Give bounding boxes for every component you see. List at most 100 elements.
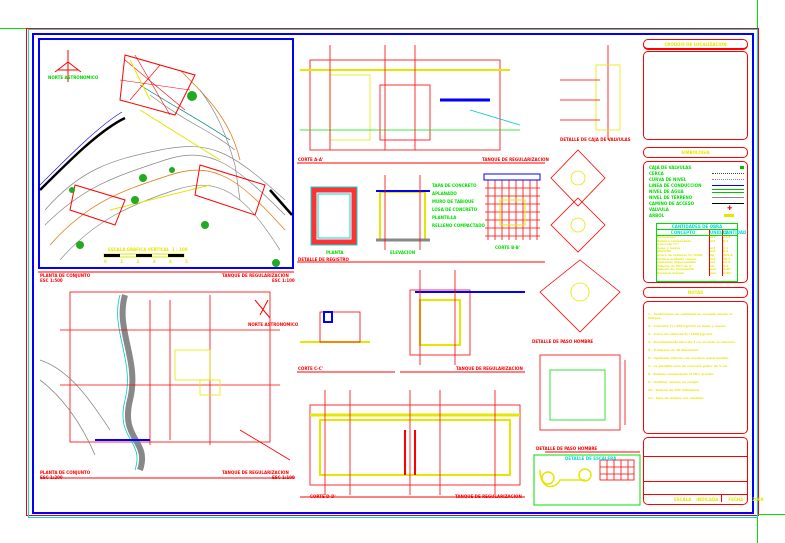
quantity-concept: Cimbra acabado comun	[657, 257, 697, 261]
sheet-outer-border	[26, 28, 759, 516]
symbol-row: LINEA DE CONDUCCION	[649, 182, 744, 188]
quantity-concept: Relleno compactado	[657, 239, 692, 243]
scale-label: ESCALA GRAFICA VERTICAL	[108, 247, 170, 252]
quantity-value: 0.6	[722, 250, 737, 254]
scale-tick: 4	[168, 259, 172, 264]
scale-tick: 2	[136, 259, 140, 264]
title-block-divider	[644, 456, 747, 457]
valve-box-title: DETALLE DE CAJA DE VALVULAS	[560, 137, 631, 142]
guide-line-top	[0, 28, 26, 29]
symbol-label: VALVULA	[649, 206, 669, 212]
section-a-label: CORTE A-A'	[298, 157, 324, 162]
location-title-box: CROQUIS DE LOCALIZACION	[643, 39, 748, 50]
tree-symbols	[69, 91, 280, 267]
quantity-unit: kg	[709, 253, 722, 258]
plan2-title: PLANTA DE CONJUNTO	[40, 470, 91, 475]
valve-detail-title: DETALLE DE PASO HOMBRE	[532, 339, 594, 344]
note-item: 4.- Recubrimiento libre de 3 cm en todo …	[648, 340, 736, 344]
north-arrow-2-icon	[254, 299, 271, 319]
fence-line-icon	[712, 172, 744, 174]
scale-bar	[103, 253, 185, 258]
quantity-value: 1.00	[722, 268, 737, 272]
north-label: NORTE ASTRONOMICO	[48, 75, 99, 80]
section-d-label: CORTE D-D'	[310, 494, 336, 499]
manhole-title: DETALLE DE REGISTRO	[298, 257, 349, 262]
quantity-unit	[709, 243, 722, 247]
symbol-label: NIVEL DE AGUA	[649, 188, 684, 194]
note-item: 11.- Tapa de lamina con candado.	[648, 396, 705, 400]
symbol-row: ARBOL	[649, 212, 744, 218]
callouts: TAPA DE CONCRETO APLANADO MURO DE TABIQU…	[432, 183, 485, 228]
water-level-icon	[712, 189, 744, 193]
symbol-row: CURVA DE NIVEL	[649, 176, 744, 182]
field-value: INDICADA	[696, 497, 719, 502]
ground-level-icon	[712, 196, 744, 198]
symbols-box: CAJA DE VALVULAS CERCA CURVA DE NIVEL LI…	[643, 161, 748, 283]
plan-subtitle: ESC 1:500	[40, 278, 63, 283]
symbol-row: CERCA	[649, 170, 744, 176]
quantity-unit: m3	[709, 239, 722, 244]
elev-label: ELEVACION	[390, 250, 416, 255]
title-block-divider	[644, 481, 747, 482]
field-value: 2008	[752, 497, 764, 502]
symbols-list: CAJA DE VALVULAS CERCA CURVA DE NIVEL LI…	[649, 164, 744, 218]
ladder-title: DETALLE DE ESCALERA	[565, 456, 617, 461]
location-title: CROQUIS DE LOCALIZACION	[664, 42, 727, 47]
note-item: 1.- Acotaciones en centimetros, excepto …	[648, 312, 733, 320]
quantity-concept: Acero de refuerzo fy=4200	[657, 253, 703, 257]
callout: LOSA DE CONCRETO	[432, 207, 478, 212]
quantity-concept: Concreto f'c=	[657, 243, 680, 247]
plan-right-sub: ESC 1:100	[272, 278, 295, 283]
scale-ratio: 1 : 100	[172, 247, 188, 252]
plan2-right-sub: ESC 1:100	[272, 475, 295, 480]
notes-title-box: NOTAS	[643, 287, 748, 298]
note-item: 7.- La plantilla sera de concreto pobre …	[648, 364, 729, 368]
note-item: 3.- Acero de refuerzo fy=4200 kg/cm2.	[648, 332, 714, 336]
plan-label: PLANTA	[326, 250, 344, 255]
note-item: 2.- Concreto f'c=250 kg/cm2 en losas y m…	[648, 324, 727, 328]
symbol-label: CAMINO DE ACCESO	[649, 200, 695, 206]
symbols-title-box: SIMBOLOGIA	[643, 147, 748, 158]
guide-line-right	[757, 0, 758, 28]
quantity-concept: Tuberia de PVC de 2"	[657, 264, 693, 268]
tank-title-bottom: TANQUE DE REGULARIZACION	[455, 494, 522, 499]
notes-title: NOTAS	[687, 290, 704, 295]
quantity-unit: m2	[709, 261, 722, 265]
quantity-unit: ml	[709, 264, 722, 269]
north-label-2: NORTE ASTRONOMICO	[248, 322, 299, 327]
quantities-header: CONCEPTO UNIDAD CANTIDAD	[657, 230, 746, 236]
quantity-unit: pza	[709, 271, 722, 276]
contour-lines	[44, 69, 286, 261]
scale-tick: 1	[120, 259, 124, 264]
symbol-row: NIVEL DE TERRENO	[649, 194, 744, 200]
quantity-value: 8.2	[722, 239, 737, 244]
quantity-value: 4.1	[722, 246, 737, 251]
scale-tick: 5	[185, 259, 188, 264]
pipeline-icon	[712, 184, 744, 186]
quantities-title: CANTIDADES DE OBRA	[657, 224, 737, 230]
symbol-label: CERCA	[649, 170, 664, 176]
symbols-title: SIMBOLOGIA	[681, 150, 710, 155]
plan2-subtitle: ESC 1:200	[40, 475, 63, 480]
quantity-concept: Excavacion	[657, 236, 676, 239]
symbol-row: CAMINO DE ACCESO	[649, 200, 744, 206]
callout: RELLENO COMPACTADO	[432, 223, 485, 228]
plan-title: PLANTA DE CONJUNTO	[40, 273, 91, 278]
quantities-row: Concreto f'c=	[657, 243, 737, 247]
tank-title-top: TANQUE DE REGULARIZACION	[482, 157, 549, 162]
quantities-table: CANTIDADES DE OBRA CONCEPTO UNIDAD CANTI…	[656, 223, 746, 282]
location-map-box	[643, 51, 748, 140]
note-item: 6.- Aplanado interior con mortero imperm…	[648, 356, 730, 360]
quantity-value: 38.4	[722, 257, 737, 262]
symbol-row: CAJA DE VALVULAS	[649, 164, 744, 170]
notes-box: 1.- Acotaciones en centimetros, excepto …	[643, 301, 748, 434]
quantity-value: 22.5	[722, 261, 737, 265]
north-arrow-icon	[54, 50, 82, 82]
valve-detail-title-2: DETALLE DE PASO HOMBRE	[536, 446, 598, 451]
